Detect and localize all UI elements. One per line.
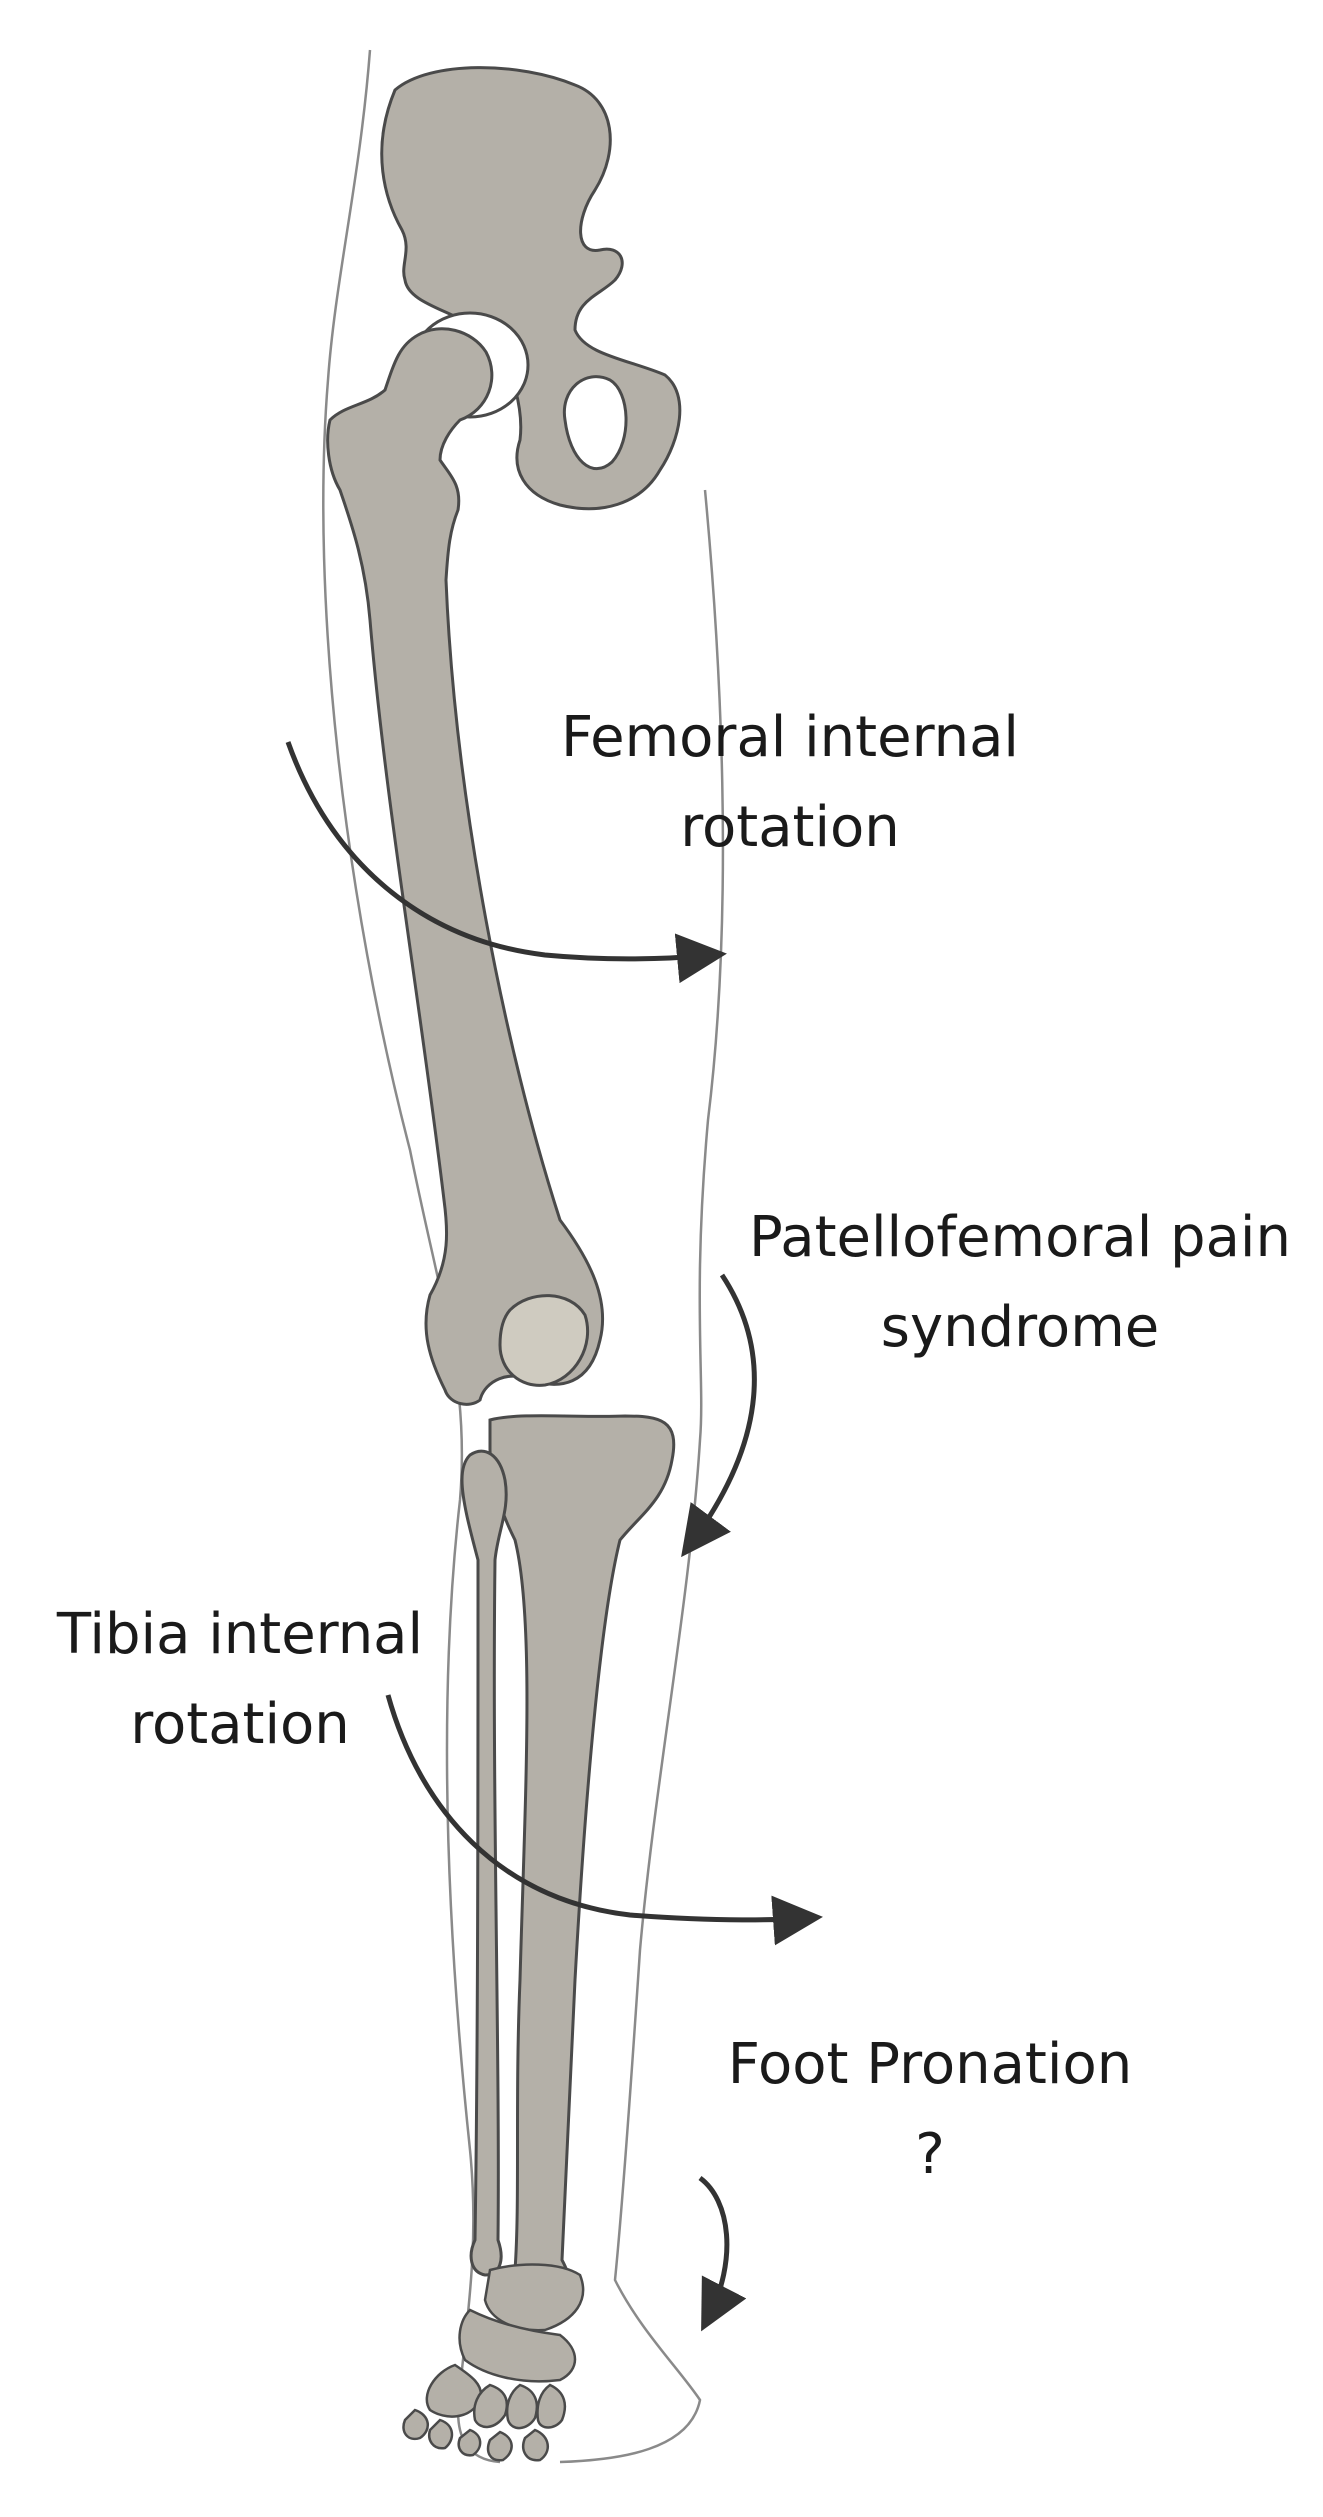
fibula-bone <box>460 1449 508 2277</box>
foot-label-line2: ? <box>915 2121 945 2187</box>
femoral-rotation-arrow <box>285 741 727 984</box>
patella-bone <box>498 1294 590 1387</box>
foot-label-line1: Foot Pronation <box>727 2032 1133 2097</box>
foot-pronation-arrow <box>698 2175 747 2332</box>
tibia-label-line2: rotation <box>130 1691 350 1757</box>
patellofemoral-label-line2: syndrome <box>880 1294 1160 1360</box>
patellofemoral-label-line1: Patellofemoral pain <box>749 1205 1291 1270</box>
femoral-label-line2: rotation <box>680 794 900 860</box>
tibia-bone <box>488 1414 676 2298</box>
tibia-label-line1: Tibia internal <box>56 1602 424 1667</box>
femoral-label-line1: Femoral internal <box>561 705 1019 770</box>
tibia-rotation-arrow <box>385 1694 823 1946</box>
foot-pronation-label: Foot Pronation ? <box>690 2020 1170 2199</box>
patellofemoral-label: Patellofemoral pain syndrome <box>720 1193 1320 1372</box>
femoral-rotation-label: Femoral internal rotation <box>540 693 1040 872</box>
foot-bones <box>402 2263 585 2462</box>
tibia-rotation-label: Tibia internal rotation <box>20 1590 460 1769</box>
obturator-foramen <box>562 375 628 470</box>
patellofemoral-arrow <box>681 1273 757 1558</box>
femur-bone <box>326 327 605 1406</box>
